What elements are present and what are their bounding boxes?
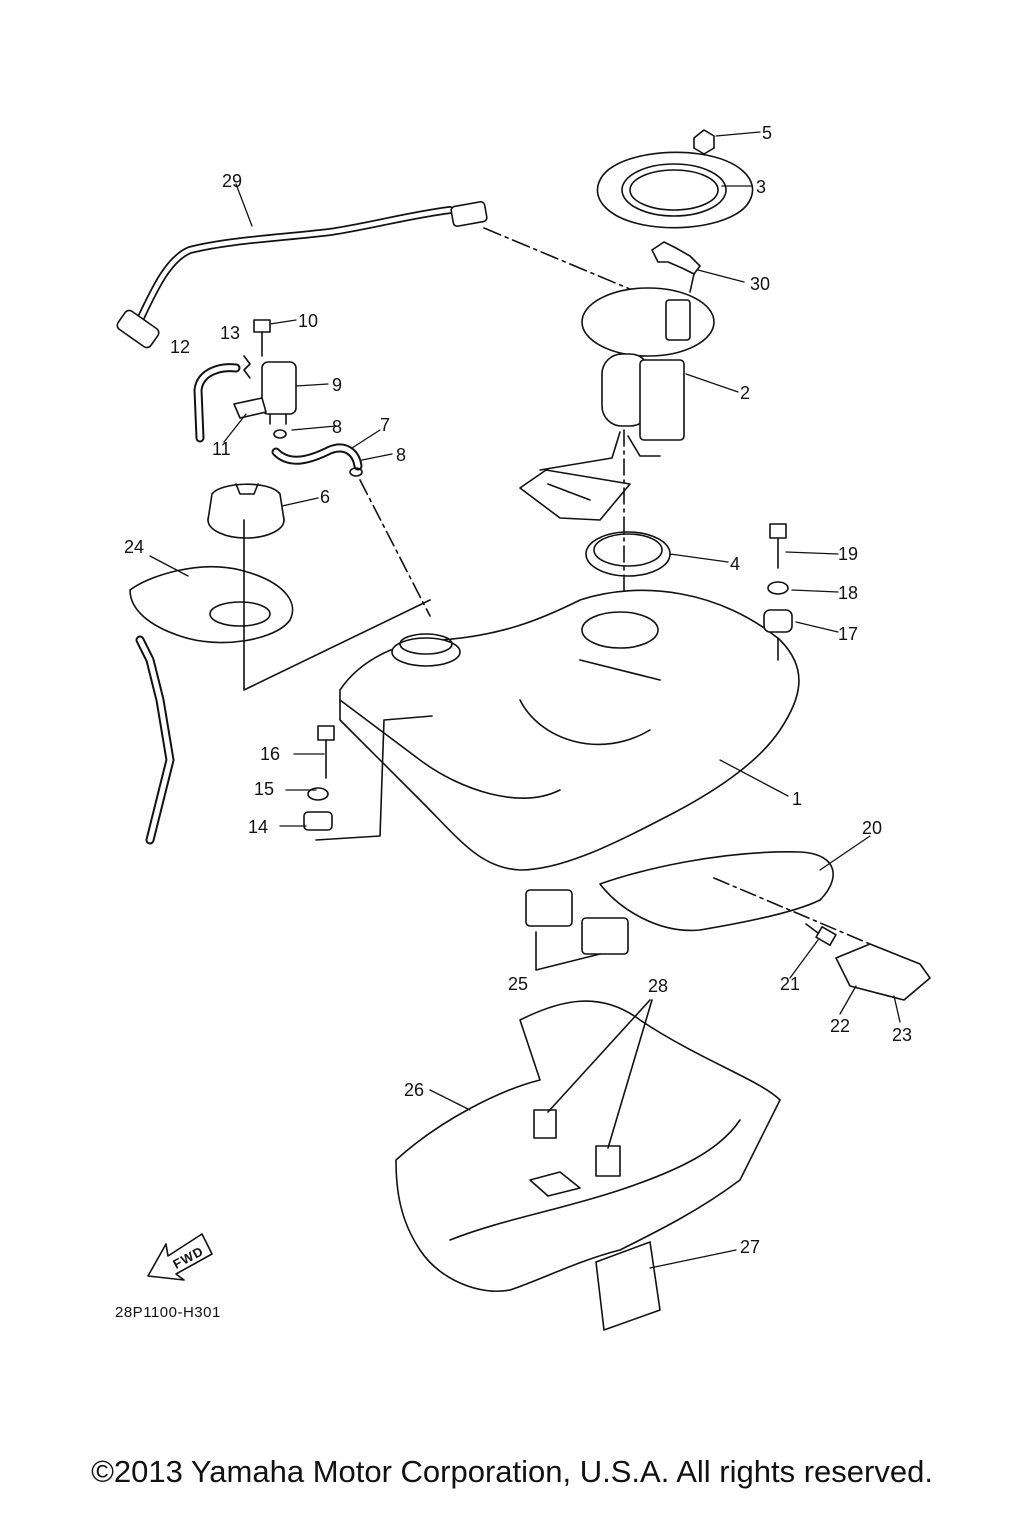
leader-28 <box>548 1000 652 1148</box>
leader-24-to-tank <box>244 520 430 690</box>
callout-label-12: 12 <box>170 337 191 357</box>
part-17-grommet <box>764 610 792 632</box>
callout-label-4: 4 <box>730 554 741 574</box>
callout-label-25: 25 <box>508 974 529 994</box>
callout-label-24: 24 <box>124 537 145 557</box>
part-19-bolt <box>770 524 786 568</box>
part-12-hose <box>198 368 236 438</box>
callout-label-17: 17 <box>838 624 859 644</box>
leader-20-to-22 <box>714 878 870 944</box>
part-20-heat-shield <box>600 852 833 931</box>
part-9-solenoid-valve <box>262 362 296 424</box>
part-6-fuel-cap <box>208 484 284 538</box>
callout-label-30: 30 <box>750 274 771 294</box>
callout-label-6: 6 <box>320 487 331 507</box>
part-30-clip <box>652 242 700 292</box>
part-1-fuel-tank <box>340 590 799 870</box>
callout-label-19: 19 <box>838 544 859 564</box>
callout-label-3: 3 <box>756 177 767 197</box>
callout-label-29: 29 <box>222 171 243 191</box>
leader-29-to-pump <box>484 228 680 310</box>
callout-label-15: 15 <box>254 779 275 799</box>
part-7-hose <box>276 448 358 466</box>
part-16-bolt <box>318 726 334 778</box>
part-18-washer <box>768 582 788 594</box>
callout-label-28: 28 <box>648 976 669 996</box>
copyright-notice: ©2013 Yamaha Motor Corporation, U.S.A. A… <box>91 1454 933 1489</box>
part-2-fuel-pump <box>520 288 714 520</box>
part-14-damper <box>304 812 332 830</box>
leader-14-to-tank <box>316 716 432 840</box>
callout-label-1: 1 <box>792 789 803 809</box>
callout-label-8b: 8 <box>396 445 407 465</box>
leader-7-to-tank <box>360 480 430 616</box>
callout-label-2: 2 <box>740 383 751 403</box>
callout-label-26: 26 <box>404 1080 425 1100</box>
part-26-lower-cover <box>396 1001 780 1291</box>
callout-label-13: 13 <box>220 323 241 343</box>
part-21-bolt <box>806 924 836 945</box>
callout-label-27: 27 <box>740 1237 761 1257</box>
callout-label-21: 21 <box>780 974 801 994</box>
part-13-spring-clip <box>244 356 250 378</box>
part-24-filler-cup <box>130 567 293 840</box>
leader-25 <box>536 932 600 970</box>
part-8-clip-lower <box>350 468 362 476</box>
part-29-vent-hose <box>115 201 487 349</box>
part-4-gasket <box>586 532 670 576</box>
callout-label-23: 23 <box>892 1025 913 1045</box>
part-3-retainer-plate <box>597 152 752 227</box>
forward-arrow-icon <box>146 1228 216 1284</box>
callout-label-14: 14 <box>248 817 269 837</box>
callout-label-9: 9 <box>332 375 343 395</box>
part-15-collar <box>308 788 328 800</box>
callout-label-20: 20 <box>862 818 883 838</box>
part-10-bolt <box>254 320 270 356</box>
diagram-reference-code: 28P1100-H301 <box>115 1304 221 1321</box>
part-25-damper-a <box>526 890 572 926</box>
callout-label-10: 10 <box>298 311 319 331</box>
label-leaders <box>150 132 900 1268</box>
part-11-bracket <box>234 398 266 418</box>
part-8-clip-upper <box>274 430 286 438</box>
callout-label-11: 11 <box>212 439 231 459</box>
callout-label-18: 18 <box>838 583 859 603</box>
callout-label-8a: 8 <box>332 417 343 437</box>
part-22-23-shield-plate <box>836 944 930 1000</box>
callout-label-7: 7 <box>380 415 391 435</box>
callout-label-16: 16 <box>260 744 281 764</box>
callout-label-22: 22 <box>830 1016 851 1036</box>
callout-label-5: 5 <box>762 123 773 143</box>
part-27-label <box>596 1242 660 1330</box>
part-25-damper-b <box>582 918 628 954</box>
